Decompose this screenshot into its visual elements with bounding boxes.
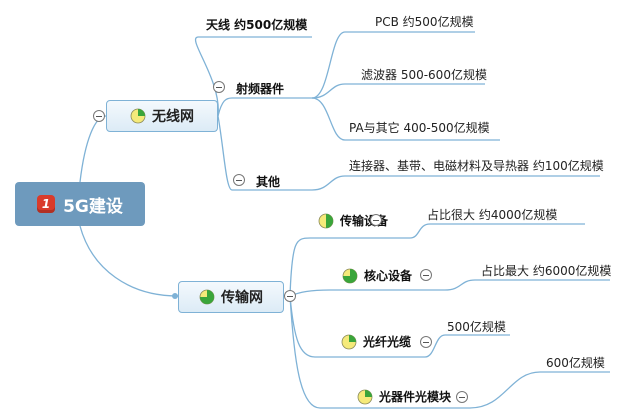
- root-label: 5G建设: [63, 196, 123, 217]
- link-rf-filter: [311, 83, 485, 99]
- leaf-label: 占比最大 约6000亿规模: [481, 264, 612, 278]
- link-rf-pa: [311, 97, 500, 141]
- branch-transport[interactable]: 传输网: [178, 281, 284, 313]
- link-rf-pcb: [311, 31, 475, 99]
- link-other-connector: [311, 175, 600, 191]
- collapse-transport-icon[interactable]: [284, 290, 296, 302]
- collapse-other-icon[interactable]: [233, 174, 245, 186]
- leaf-label: 600亿规模: [546, 356, 605, 370]
- leaf-label: 滤波器 500-600亿规模: [361, 68, 487, 82]
- priority-1-icon: 1: [37, 195, 56, 213]
- link-fiber-note: [424, 334, 510, 358]
- leaf-core-note[interactable]: 占比最大 约6000亿规模: [481, 262, 611, 279]
- link-root-transport: [79, 225, 179, 297]
- leaf-optical-note[interactable]: 600亿规模: [546, 354, 605, 371]
- progress-pie-icon: [130, 108, 146, 124]
- link-transport-optical: [289, 295, 470, 409]
- collapse-wireless-icon[interactable]: [93, 110, 105, 122]
- progress-pie-icon: [341, 334, 357, 349]
- link-root-wireless: [79, 115, 107, 183]
- branch-wireless[interactable]: 无线网: [106, 100, 218, 132]
- link-transport-equip: [289, 237, 410, 297]
- leaf-filter[interactable]: 滤波器 500-600亿规模: [361, 66, 487, 83]
- node-label: 核心设备: [364, 269, 413, 283]
- link-wireless-rf: [217, 97, 312, 117]
- branch-label: 无线网: [152, 109, 194, 125]
- leaf-label: 连接器、基带、电磁材料及导热器 约100亿规模: [349, 159, 604, 173]
- branch-label: 传输网: [221, 290, 263, 306]
- link-transport-core: [289, 289, 445, 297]
- collapse-equipment-icon[interactable]: [370, 214, 382, 226]
- node-other[interactable]: 其他: [256, 173, 280, 190]
- collapse-fiber-icon[interactable]: [420, 336, 432, 348]
- leaf-label: PA与其它 400-500亿规模: [349, 121, 490, 135]
- progress-pie-icon: [342, 268, 358, 283]
- node-core-equipment[interactable]: 核心设备: [342, 267, 412, 284]
- leaf-fiber-note[interactable]: 500亿规模: [447, 318, 506, 335]
- root-node[interactable]: 1 5G建设: [15, 182, 145, 226]
- leaf-equipment-note[interactable]: 占比很大 约4000亿规模: [427, 206, 557, 223]
- node-label: 光纤光缆: [363, 335, 412, 349]
- progress-pie-icon: [199, 289, 215, 305]
- link-optical-note: [469, 371, 610, 409]
- collapse-optical-icon[interactable]: [456, 391, 468, 403]
- link-equip-note: [409, 223, 585, 239]
- node-optical-modules[interactable]: 光器件光模块: [357, 388, 451, 405]
- leaf-connectors[interactable]: 连接器、基带、电磁材料及导热器 约100亿规模: [349, 157, 604, 174]
- node-label: 天线 约500亿规模: [206, 18, 308, 32]
- progress-pie-icon: [318, 213, 334, 228]
- leaf-label: 500亿规模: [447, 320, 506, 334]
- collapse-rf-icon[interactable]: [213, 81, 225, 93]
- node-fiber-cable[interactable]: 光纤光缆: [341, 333, 411, 350]
- link-wireless-other: [217, 115, 312, 191]
- leaf-label: 占比很大 约4000亿规模: [427, 208, 558, 222]
- node-label: 光器件光模块: [379, 390, 452, 404]
- leaf-pa[interactable]: PA与其它 400-500亿规模: [349, 119, 490, 136]
- branch-connector-dot: [172, 293, 178, 299]
- node-rf-devices[interactable]: 射频器件: [236, 80, 284, 97]
- link-core-note: [444, 279, 610, 291]
- leaf-label: PCB 约500亿规模: [375, 15, 474, 29]
- collapse-core-icon[interactable]: [420, 269, 432, 281]
- node-label: 射频器件: [236, 82, 285, 96]
- leaf-pcb[interactable]: PCB 约500亿规模: [375, 13, 474, 30]
- progress-pie-icon: [357, 389, 373, 404]
- node-antenna[interactable]: 天线 约500亿规模: [206, 16, 307, 33]
- node-label: 其他: [256, 175, 281, 189]
